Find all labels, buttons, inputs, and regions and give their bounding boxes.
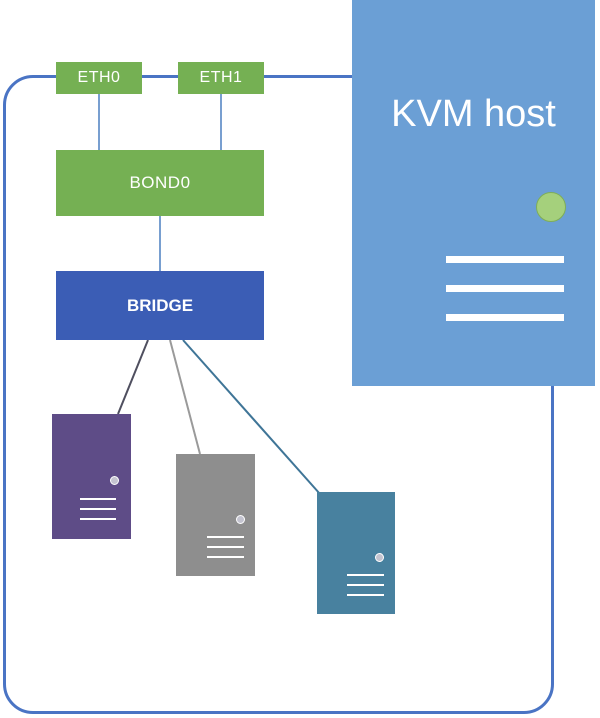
bridge-box: BRIDGE bbox=[56, 271, 264, 340]
vm-led-icon bbox=[236, 515, 245, 524]
vm-vent-line bbox=[347, 574, 384, 576]
bond0-label: BOND0 bbox=[129, 173, 191, 192]
kvm-host-server-icon: KVM host bbox=[352, 0, 595, 386]
vm-server-icon-2 bbox=[176, 454, 255, 576]
vm-vent-line bbox=[80, 498, 116, 500]
vm-vent-line bbox=[80, 508, 116, 510]
vent-line-icon bbox=[446, 256, 564, 263]
vm-vent-line bbox=[347, 584, 384, 586]
vm-server-icon-1 bbox=[52, 414, 131, 539]
vm-vent-line bbox=[207, 536, 244, 538]
vm-vent-line bbox=[347, 594, 384, 596]
edge-bridge-vm1 bbox=[117, 339, 149, 415]
eth0-label: ETH0 bbox=[77, 69, 121, 86]
edge-bridge-vm3 bbox=[182, 339, 321, 495]
vm-led-icon bbox=[375, 553, 384, 562]
kvm-host-label: KVM host bbox=[391, 93, 556, 135]
eth1-label: ETH1 bbox=[199, 69, 243, 86]
vm-vent-line bbox=[207, 546, 244, 548]
vm-server-icon-3 bbox=[317, 492, 395, 614]
host-boundary-outline bbox=[3, 75, 554, 714]
bond0-box: BOND0 bbox=[56, 150, 264, 216]
vent-line-icon bbox=[446, 314, 564, 321]
vent-line-icon bbox=[446, 285, 564, 292]
edge-bridge-vm2 bbox=[169, 339, 201, 455]
vm-vent-line bbox=[207, 556, 244, 558]
power-led-icon bbox=[536, 192, 566, 222]
vm-led-icon bbox=[110, 476, 119, 485]
vm-vent-line bbox=[80, 518, 116, 520]
eth0-interface: ETH0 bbox=[56, 62, 142, 94]
eth1-interface: ETH1 bbox=[178, 62, 264, 94]
bridge-label: BRIDGE bbox=[126, 295, 194, 315]
